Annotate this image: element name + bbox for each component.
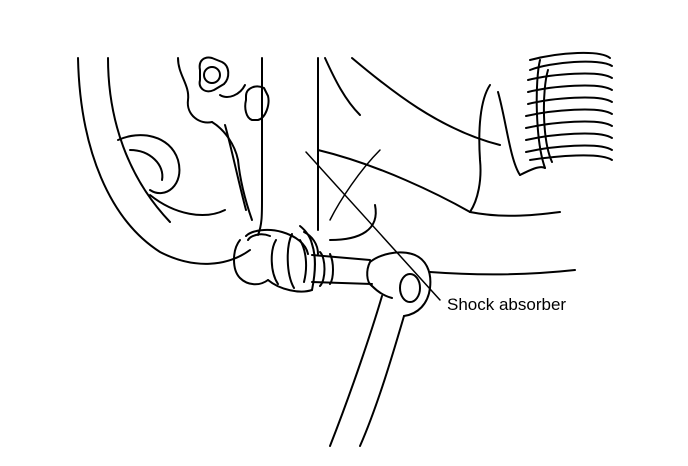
shock-lower-mount [233, 225, 319, 293]
coil-spring [469, 51, 613, 213]
wheel-hub-outline [77, 57, 251, 265]
wrench [329, 251, 432, 447]
mounting-bolt [311, 251, 373, 287]
callout-leader [305, 149, 441, 301]
strut-body [257, 57, 361, 236]
shock-absorber-label: Shock absorber [447, 295, 567, 314]
knuckle-bracket [177, 56, 270, 221]
